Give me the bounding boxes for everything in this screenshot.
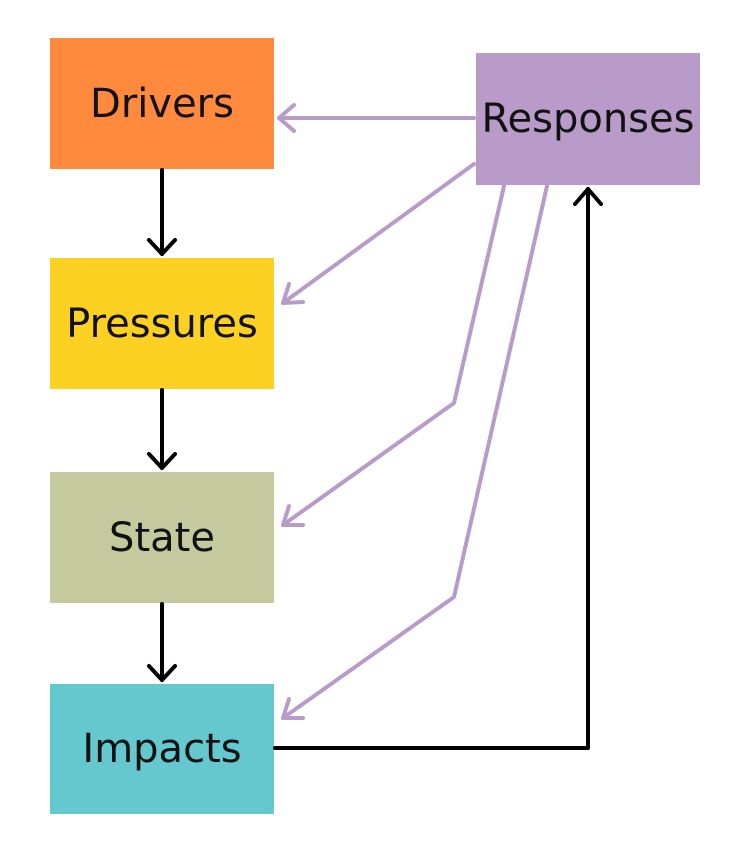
responses-to-pressures-arrow: [281, 162, 476, 305]
impacts-to-responses-arrow: [273, 187, 603, 750]
responses-box: Responses: [476, 53, 700, 185]
drivers-label: Drivers: [90, 80, 234, 127]
state-box: State: [50, 472, 274, 603]
responses-label: Responses: [481, 96, 695, 142]
state-label: State: [109, 514, 215, 561]
drivers-box: Drivers: [50, 38, 274, 169]
pressures-to-state-arrow: [147, 388, 177, 470]
impacts-box: Impacts: [50, 684, 274, 814]
drivers-to-pressures-arrow: [147, 168, 177, 256]
responses-to-impacts-arrow: [281, 184, 549, 720]
impacts-label: Impacts: [82, 726, 242, 772]
pressures-label: Pressures: [66, 300, 258, 347]
responses-to-state-arrow: [281, 184, 506, 527]
state-to-impacts-arrow: [147, 602, 177, 682]
responses-to-drivers-arrow: [277, 103, 476, 133]
pressures-box: Pressures: [50, 258, 274, 389]
